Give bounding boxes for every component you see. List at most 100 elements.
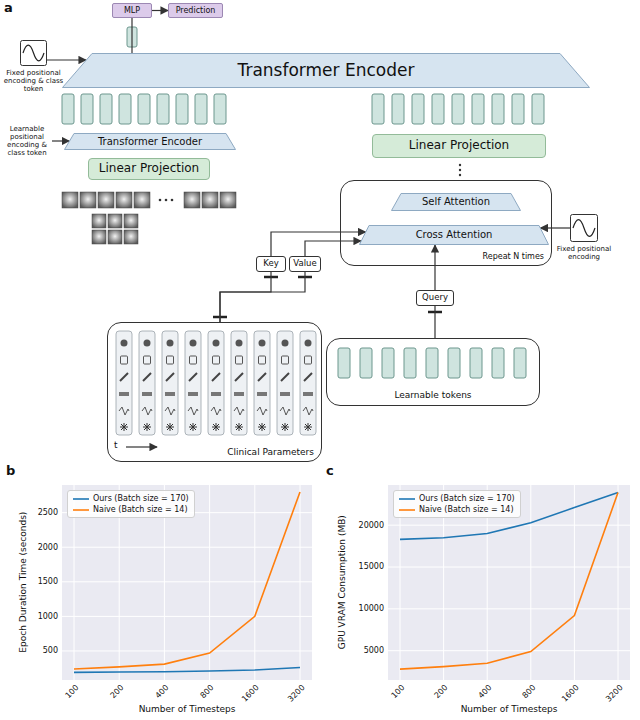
token — [426, 348, 438, 378]
clinical-grid — [116, 331, 316, 435]
node-label: Self Attention — [422, 196, 490, 208]
parameter-column — [162, 331, 178, 435]
legend-row: Naive (Batch size = 14) — [73, 504, 189, 515]
linear-projection: Linear Projection — [88, 158, 210, 180]
image-patch — [124, 230, 138, 244]
token — [62, 94, 74, 124]
positional-encoding-note: Learnable positional encoding & class to… — [2, 125, 52, 157]
data-line — [74, 492, 300, 669]
trapezoid-shape — [360, 226, 549, 245]
node-label: Clinical Parameters — [227, 447, 314, 457]
token — [404, 348, 416, 378]
node-label: Transformer Encoder — [238, 61, 415, 81]
grid-line — [62, 650, 312, 651]
connector — [434, 245, 435, 290]
grid-line — [254, 485, 255, 680]
image-patch — [124, 214, 138, 228]
connector — [220, 272, 271, 322]
positional-encoding: Fixed positional encoding — [570, 214, 598, 242]
tick-label: 1000 — [38, 612, 58, 621]
ellipsis-dot — [165, 199, 168, 202]
legend-line — [399, 506, 415, 514]
token — [514, 348, 526, 378]
parameter-column — [208, 331, 224, 435]
node-label: Transformer Encoder — [98, 136, 202, 148]
legend-label: Naive (Batch size = 14) — [419, 505, 514, 514]
connector — [47, 59, 86, 60]
legend-row: Ours (Batch size = 170) — [73, 493, 189, 504]
image-patches — [62, 192, 236, 244]
parameter-column — [277, 331, 293, 435]
node-label: Query — [422, 293, 448, 303]
sine-icon — [570, 214, 598, 242]
token — [412, 94, 424, 124]
image-patch — [116, 192, 132, 208]
parameter-column — [185, 331, 201, 435]
note-text: Learnable positional encoding & class to… — [2, 125, 52, 157]
tick-label: 3200 — [286, 683, 307, 704]
sine-frame — [21, 41, 47, 66]
token — [432, 94, 444, 124]
learnable-token-row — [338, 348, 526, 378]
panel-letter: a — [4, 1, 13, 16]
token — [532, 94, 544, 124]
token — [512, 94, 524, 124]
sine-wave — [23, 45, 44, 61]
ellipsis-dot — [459, 164, 461, 166]
parameter-column — [139, 331, 155, 435]
axis-label: GPU VRAM Consumption (MB) — [337, 515, 347, 649]
token — [360, 348, 372, 378]
tick-label: 400 — [154, 683, 171, 700]
connector — [541, 227, 571, 228]
legend-line-sample — [399, 509, 415, 511]
connector — [220, 272, 305, 322]
axis-label: Epoch Duration Time (seconds) — [19, 512, 29, 653]
data-line — [400, 493, 618, 670]
tick-label: 5000 — [364, 646, 384, 655]
tick-label: 1600 — [240, 683, 261, 704]
time-label: t — [114, 440, 118, 450]
parameter-column — [300, 331, 316, 435]
connector — [152, 10, 168, 11]
clinical-parameters-box: Clinical Parameters — [107, 322, 322, 462]
token — [100, 94, 112, 124]
trapezoid-shape — [392, 194, 521, 211]
grid-line — [209, 485, 210, 680]
node-label: Fixed positional encoding & class token — [3, 69, 65, 93]
token — [470, 348, 482, 378]
token — [195, 94, 207, 124]
image-patch — [98, 192, 114, 208]
grid-line — [388, 525, 630, 526]
legend-label: Ours (Batch size = 170) — [419, 494, 515, 503]
parameter-column — [254, 331, 270, 435]
tick-label: 800 — [199, 683, 216, 700]
token — [448, 348, 460, 378]
ellipsis-dot — [159, 199, 162, 202]
axis-label: Number of Timesteps — [139, 704, 236, 714]
image-patch — [220, 192, 236, 208]
tick-label: 2000 — [38, 543, 58, 552]
token — [392, 94, 404, 124]
terminator-bars — [213, 277, 442, 317]
cross-attention: Cross Attention — [359, 225, 549, 245]
tick-label: 100 — [63, 683, 80, 700]
node-label: Value — [293, 259, 316, 269]
legend-line — [399, 495, 415, 503]
tick-label: 10000 — [359, 604, 384, 613]
grid-line — [574, 485, 575, 680]
tick-label: 15000 — [359, 562, 384, 571]
vertical-ellipsis — [459, 164, 461, 176]
tick-label: 3200 — [604, 683, 625, 704]
token — [176, 94, 188, 124]
token — [472, 94, 484, 124]
tick-label: 1500 — [38, 577, 58, 586]
ellipsis-dot — [459, 174, 461, 176]
token — [119, 94, 131, 124]
tick-label: 500 — [43, 646, 58, 655]
token-row — [62, 94, 226, 124]
image-patch — [92, 214, 106, 228]
legend-line — [73, 506, 89, 514]
image-patch — [108, 214, 122, 228]
connector — [271, 232, 366, 256]
